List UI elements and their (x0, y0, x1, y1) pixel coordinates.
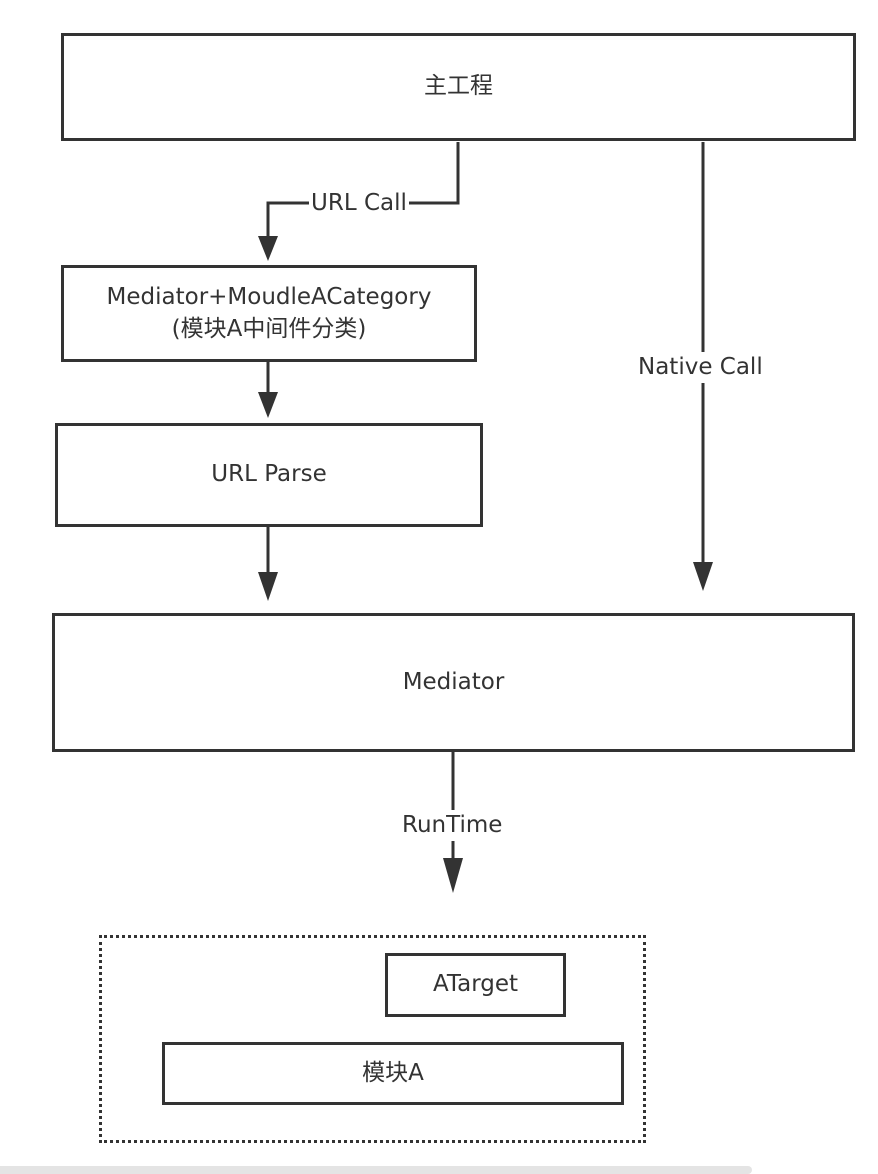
url-parse-node: URL Parse (55, 423, 483, 527)
module-a-container (99, 935, 646, 1143)
mediator-category-sublabel: (模块A中间件分类) (171, 315, 367, 342)
arrowhead-to-mediator-left (258, 572, 278, 601)
mediator-label: Mediator (402, 668, 505, 695)
mediator-node: Mediator (52, 613, 855, 752)
bottom-divider (0, 1166, 752, 1174)
atarget-label: ATarget (432, 971, 519, 998)
module-a-label: 模块A (362, 1059, 424, 1086)
main-project-label: 主工程 (424, 73, 493, 100)
arrowhead-to-mediator-right (693, 562, 713, 591)
arrowhead-to-parse (258, 392, 278, 418)
mediator-category-label: Mediator+MoudleACategory (106, 284, 432, 311)
url-parse-label: URL Parse (211, 461, 327, 488)
module-a-node: 模块A (162, 1042, 624, 1105)
main-project-node: 主工程 (61, 33, 856, 141)
runtime-label: RunTime (400, 810, 505, 841)
url-call-label: URL Call (309, 190, 409, 216)
arrowhead-to-module (443, 858, 463, 893)
arrowhead-to-category (258, 236, 278, 261)
native-call-label: Native Call (636, 352, 765, 383)
atarget-node: ATarget (385, 953, 566, 1017)
mediator-category-node: Mediator+MoudleACategory (模块A中间件分类) (61, 265, 477, 362)
